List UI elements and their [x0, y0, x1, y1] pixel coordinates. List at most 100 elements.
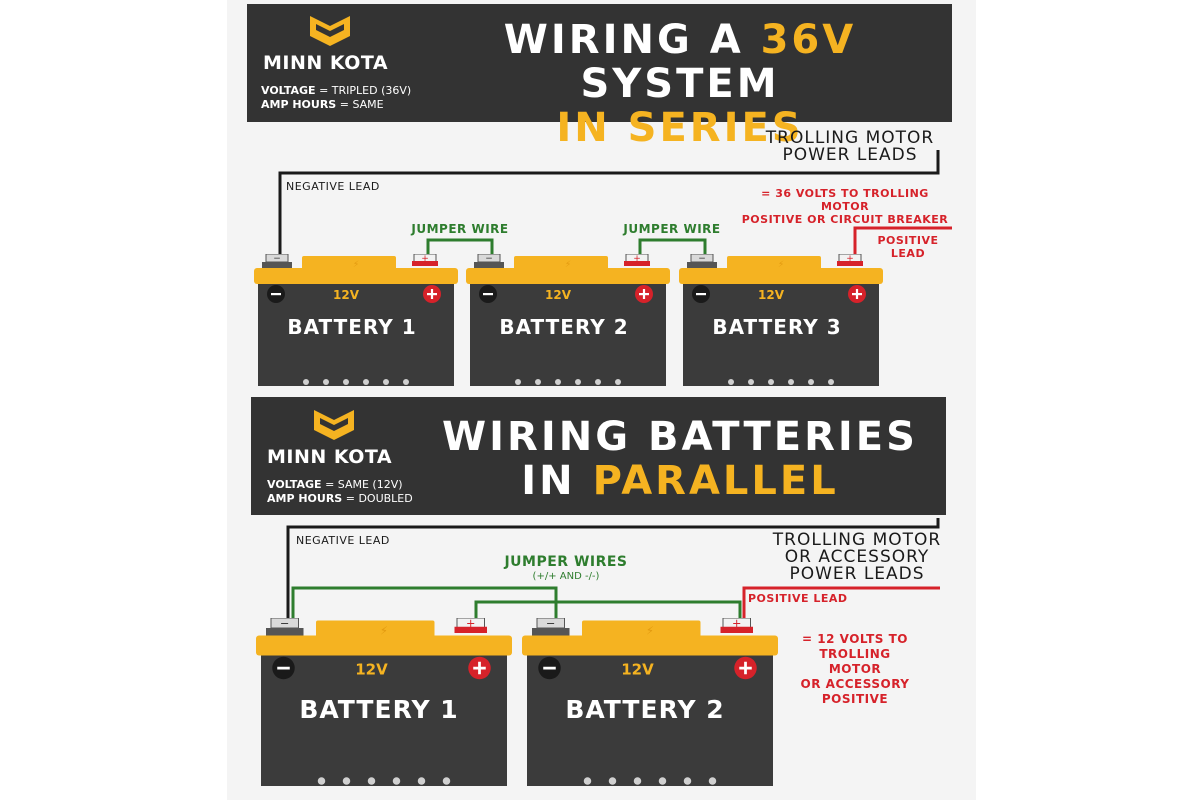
battery-voltage: 12V [545, 288, 572, 302]
battery-foot [708, 777, 717, 785]
series-brand: MINN KOTA [263, 52, 389, 74]
battery-foot [748, 379, 754, 385]
series-result-label: = 36 VOLTS TO TROLLING MOTOR POSITIVE OR… [741, 187, 949, 226]
parallel-positive-lead-label: POSITIVE LEAD [748, 592, 848, 605]
battery-top [466, 268, 670, 284]
battery-name: BATTERY 2 [565, 695, 724, 724]
positive-terminal-base [837, 261, 863, 266]
battery-foot [342, 777, 351, 785]
minus-icon-bar [543, 666, 556, 670]
series-negative-lead-label: NEGATIVE LEAD [286, 180, 380, 193]
battery-lid [302, 256, 396, 270]
series-jumper-label-1: JUMPER WIRE [411, 222, 509, 236]
series-jumper-2 [638, 238, 707, 258]
voltage-value: = SAME (12V) [321, 478, 403, 491]
parallel-jumper-positive [474, 600, 742, 622]
battery-foot [392, 777, 401, 785]
battery-foot [788, 379, 794, 385]
lightning-icon: ⚡ [380, 624, 388, 637]
battery-body [261, 655, 507, 786]
plus-icon-bar-v [642, 289, 646, 299]
lightning-icon: ⚡ [646, 624, 654, 637]
battery-body [527, 655, 773, 786]
parallel-jumper-negative [291, 586, 558, 622]
battery-foot [583, 777, 592, 785]
battery-body [470, 284, 666, 386]
minus-icon-bar [696, 293, 706, 296]
parallel-negative-wire [286, 518, 940, 622]
battery-foot [343, 379, 349, 385]
series-power-leads-label: TROLLING MOTOR POWER LEADS [765, 128, 935, 165]
battery-lid [582, 620, 701, 638]
amp-value: = SAME [336, 98, 384, 111]
parallel-title-line1: WIRING BATTERIES [442, 414, 918, 460]
battery-lid [316, 620, 435, 638]
battery-voltage: 12V [758, 288, 785, 302]
battery-foot [417, 777, 426, 785]
negative-terminal-base [687, 262, 717, 268]
plus-icon-bar-v [478, 661, 481, 675]
battery-top [256, 635, 512, 656]
parallel-voltage-note: VOLTAGE = SAME (12V) [267, 478, 403, 492]
battery-top [679, 268, 883, 284]
series-title: WIRING A 36V SYSTEM IN SERIES [425, 18, 935, 150]
parallel-positive-wire [742, 586, 940, 622]
battery-foot [808, 379, 814, 385]
battery-foot [595, 379, 601, 385]
battery-foot [768, 379, 774, 385]
series-negative-wire [278, 150, 940, 258]
lightning-icon: ⚡ [353, 260, 359, 270]
series-voltage-note: VOLTAGE = TRIPLED (36V) [261, 84, 411, 98]
battery-name: BATTERY 1 [287, 315, 416, 339]
series-jumper-1 [426, 238, 494, 258]
battery-top [522, 635, 778, 656]
battery-foot [615, 379, 621, 385]
battery-foot [303, 379, 309, 385]
minn-kota-logo-icon [314, 410, 354, 440]
battery-foot [555, 379, 561, 385]
negative-terminal-base [266, 628, 304, 636]
series-banner [247, 4, 952, 122]
parallel-result-label: = 12 VOLTS TO TROLLING MOTOR OR ACCESSOR… [800, 632, 910, 706]
amp-key: AMP HOURS [267, 492, 343, 505]
battery-foot [828, 379, 834, 385]
positive-terminal-sign: + [466, 618, 475, 630]
lightning-icon: ⚡ [565, 260, 571, 270]
minus-icon-bar [483, 293, 493, 296]
plus-icon-bar-v [744, 661, 747, 675]
parallel-brand: MINN KOTA [267, 446, 393, 468]
battery-foot [442, 777, 451, 785]
negative-terminal-sign: − [280, 618, 289, 630]
voltage-key: VOLTAGE [261, 84, 316, 97]
series-title-line1: WIRING A 36V SYSTEM [503, 17, 857, 107]
positive-terminal-sign: + [421, 254, 429, 264]
battery-voltage: 12V [621, 660, 654, 678]
battery-foot [403, 379, 409, 385]
series-title-line2: IN SERIES [556, 105, 804, 151]
battery-name: BATTERY 2 [499, 315, 628, 339]
parallel-jumper-sublabel: (+/+ AND -/-) [532, 571, 600, 582]
positive-terminal-sign: + [846, 254, 854, 264]
battery-lid [514, 256, 608, 270]
battery-voltage: 12V [333, 288, 360, 302]
battery-body [683, 284, 879, 386]
negative-terminal-base [532, 628, 570, 636]
battery-foot [658, 777, 667, 785]
battery-foot [575, 379, 581, 385]
amp-key: AMP HOURS [261, 98, 337, 111]
parallel-negative-lead-label: NEGATIVE LEAD [296, 534, 390, 547]
minn-kota-logo-icon [310, 16, 350, 46]
battery-foot [535, 379, 541, 385]
series-positive-lead-label: POSITIVE LEAD [877, 234, 939, 260]
battery-foot [683, 777, 692, 785]
voltage-key: VOLTAGE [267, 478, 322, 491]
minus-icon-bar [271, 293, 281, 296]
battery-foot [383, 379, 389, 385]
battery-name: BATTERY 3 [712, 315, 841, 339]
battery-name: BATTERY 1 [299, 695, 458, 724]
